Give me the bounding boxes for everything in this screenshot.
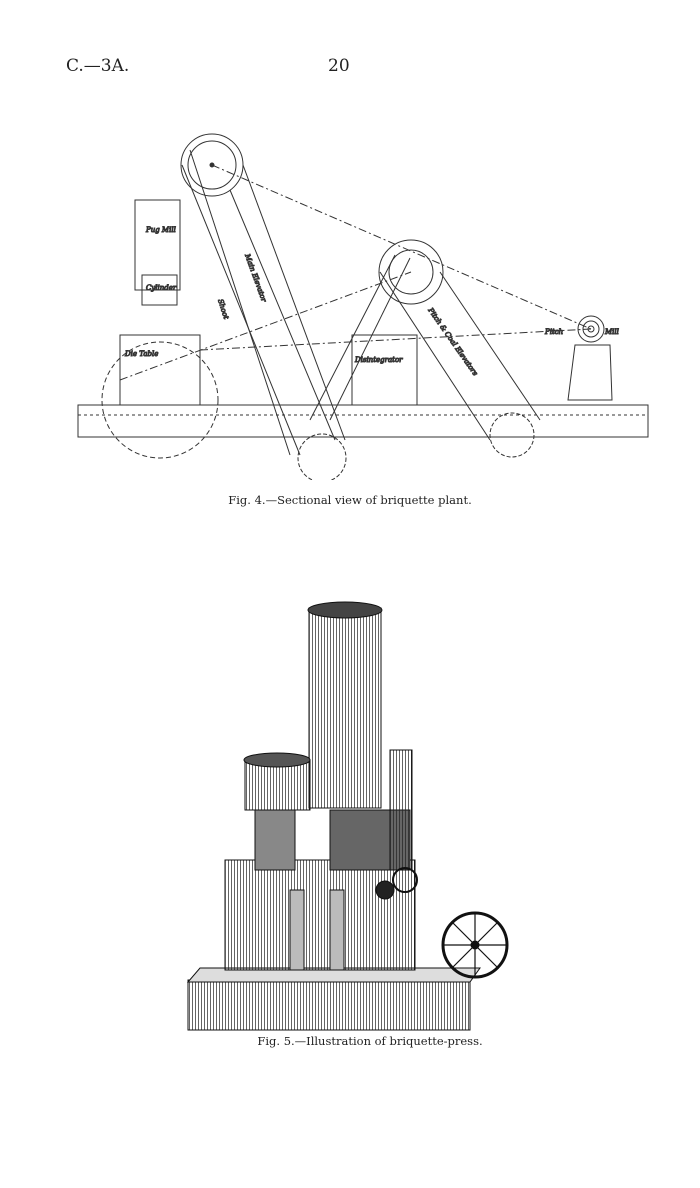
figure-5-caption: Fig. 5.—Illustration of briquette-press.	[257, 1034, 483, 1048]
label-die-table: Die Table	[124, 350, 158, 358]
label-shoot: Shoot	[216, 298, 230, 320]
section-code: C.—3A.	[66, 56, 130, 76]
label-mill: Mill	[604, 328, 619, 336]
figure-4-caption: Fig. 4.—Sectional view of briquette plan…	[228, 493, 472, 507]
figure-5-engraving	[186, 601, 509, 1031]
page-number: 20	[328, 56, 350, 76]
figure-4-drawing: Pug Mill Cylinder Die Table Shoot Main E…	[77, 133, 649, 480]
label-disintegrator: Disintegrator	[354, 356, 403, 364]
label-cylinder: Cylinder	[146, 284, 177, 292]
label-pug-mill: Pug Mill	[145, 226, 176, 234]
label-pitch-coal-elevators: Pitch & Coal Elevators	[426, 306, 480, 378]
label-pitch: Pitch	[544, 328, 563, 336]
label-main-elevator: Main Elevator	[243, 252, 268, 304]
